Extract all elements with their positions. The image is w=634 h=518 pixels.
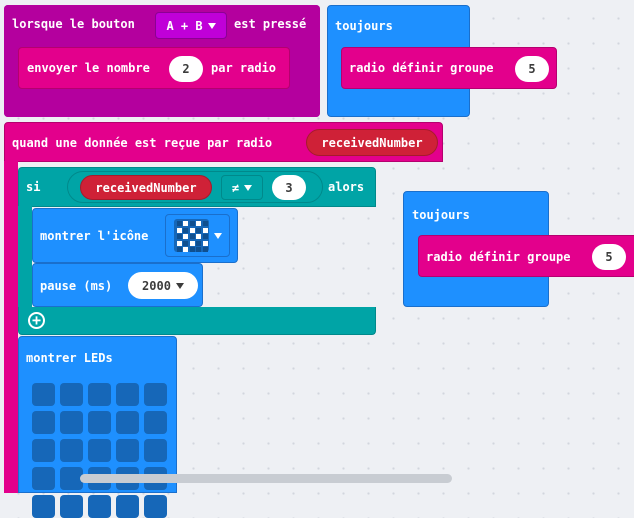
on-button-pressed-block[interactable]: lorsque le bouton A + B est pressé <box>4 5 320 117</box>
led-cell[interactable] <box>116 439 139 462</box>
led-cell[interactable] <box>32 467 55 490</box>
icon-pixel <box>202 234 208 239</box>
icon-pixel <box>183 234 188 239</box>
pause-value: 2000 <box>142 278 171 293</box>
icon-dropdown[interactable] <box>165 214 230 257</box>
icon-preview <box>173 219 209 252</box>
show-icon-label: montrer l'icône <box>40 229 149 243</box>
show-leds-label: montrer LEDs <box>26 351 113 365</box>
radio-set-group-block-right[interactable]: radio définir groupe 5 <box>418 235 634 277</box>
led-cell[interactable] <box>32 411 55 434</box>
led-cell[interactable] <box>60 383 83 406</box>
icon-pixel <box>196 247 201 252</box>
led-cell[interactable] <box>88 411 111 434</box>
on-button-suffix: est pressé <box>234 17 307 31</box>
pause-duration-dropdown[interactable]: 2000 <box>128 272 198 299</box>
led-cell[interactable] <box>144 411 167 434</box>
icon-pixel <box>176 234 182 239</box>
icon-pixel <box>189 221 195 226</box>
icon-pixel <box>202 227 208 233</box>
icon-pixel <box>196 234 201 239</box>
led-cell[interactable] <box>60 467 83 490</box>
forever-top-label: toujours <box>335 19 393 33</box>
led-cell[interactable] <box>88 495 111 518</box>
icon-pixel <box>183 247 188 252</box>
condition-variable[interactable]: receivedNumber <box>80 175 212 200</box>
horizontal-scrollbar[interactable] <box>80 474 452 483</box>
led-cell[interactable] <box>116 383 139 406</box>
on-received-label: quand une donnée est reçue par radio <box>12 136 273 150</box>
led-cell[interactable] <box>116 411 139 434</box>
led-cell[interactable] <box>60 439 83 462</box>
icon-pixel <box>183 221 188 226</box>
icon-pixel <box>202 247 208 252</box>
led-cell[interactable] <box>32 439 55 462</box>
group-number-input-right[interactable]: 5 <box>592 244 626 270</box>
button-dropdown[interactable]: A + B <box>155 12 227 39</box>
forever-right-label: toujours <box>412 208 470 222</box>
icon-pixel <box>196 240 201 246</box>
received-number-variable[interactable]: receivedNumber <box>306 129 438 156</box>
icon-pixel <box>176 240 182 246</box>
if-body-spine <box>18 206 32 308</box>
operator-dropdown[interactable]: ≠ <box>221 175 263 200</box>
compare-block[interactable]: receivedNumber ≠ 3 <box>67 171 323 203</box>
on-received-block[interactable]: quand une donnée est reçue par radio rec… <box>4 122 443 162</box>
icon-pixel <box>202 221 208 226</box>
icon-pixel <box>176 247 182 252</box>
set-group-label-right: radio définir groupe <box>426 250 571 264</box>
icon-pixel <box>189 240 195 246</box>
condition-value-input[interactable]: 3 <box>272 175 306 200</box>
led-cell[interactable] <box>88 383 111 406</box>
icon-pixel <box>176 221 182 226</box>
chevron-down-icon <box>175 282 184 289</box>
icon-pixel <box>196 221 201 226</box>
pause-label: pause (ms) <box>40 279 113 293</box>
icon-pixel <box>183 227 188 233</box>
radio-send-label: envoyer le nombre <box>27 61 150 75</box>
if-block-footer <box>18 307 376 335</box>
add-else-icon[interactable]: + <box>28 312 45 329</box>
icon-pixel <box>202 240 208 246</box>
led-cell[interactable] <box>144 383 167 406</box>
chevron-down-icon <box>213 232 222 239</box>
group-number-input-top[interactable]: 5 <box>515 56 549 82</box>
radio-set-group-block-top[interactable]: radio définir groupe 5 <box>341 47 557 89</box>
led-cell[interactable] <box>144 439 167 462</box>
pause-block[interactable]: pause (ms) 2000 <box>32 263 203 307</box>
icon-pixel <box>183 240 188 246</box>
chevron-down-icon <box>207 22 216 29</box>
radio-send-suffix: par radio <box>211 61 277 75</box>
icon-pixel <box>196 227 201 233</box>
icon-pixel <box>189 247 195 252</box>
if-label: si <box>26 180 41 194</box>
led-cell[interactable] <box>88 439 111 462</box>
led-cell[interactable] <box>116 495 139 518</box>
send-number-input[interactable]: 2 <box>169 56 203 82</box>
button-dropdown-value: A + B <box>166 18 203 33</box>
led-cell[interactable] <box>60 495 83 518</box>
if-block[interactable]: si receivedNumber ≠ 3 alors <box>18 167 376 207</box>
on-button-prefix: lorsque le bouton <box>12 17 135 31</box>
then-label: alors <box>328 180 365 194</box>
led-cell[interactable] <box>144 495 167 518</box>
operator-value: ≠ <box>231 180 240 195</box>
on-received-body <box>4 161 18 493</box>
chevron-down-icon <box>244 184 253 191</box>
led-cell[interactable] <box>32 383 55 406</box>
icon-pixel <box>189 227 195 233</box>
show-leds-block[interactable]: montrer LEDs <box>18 336 177 518</box>
led-cell[interactable] <box>60 411 83 434</box>
icon-pixel <box>189 234 195 239</box>
led-cell[interactable] <box>32 495 55 518</box>
show-icon-block[interactable]: montrer l'icône <box>32 208 238 263</box>
icon-pixel <box>176 227 182 233</box>
radio-send-number-block[interactable]: envoyer le nombre 2 par radio <box>18 47 290 89</box>
set-group-label-top: radio définir groupe <box>349 61 494 75</box>
